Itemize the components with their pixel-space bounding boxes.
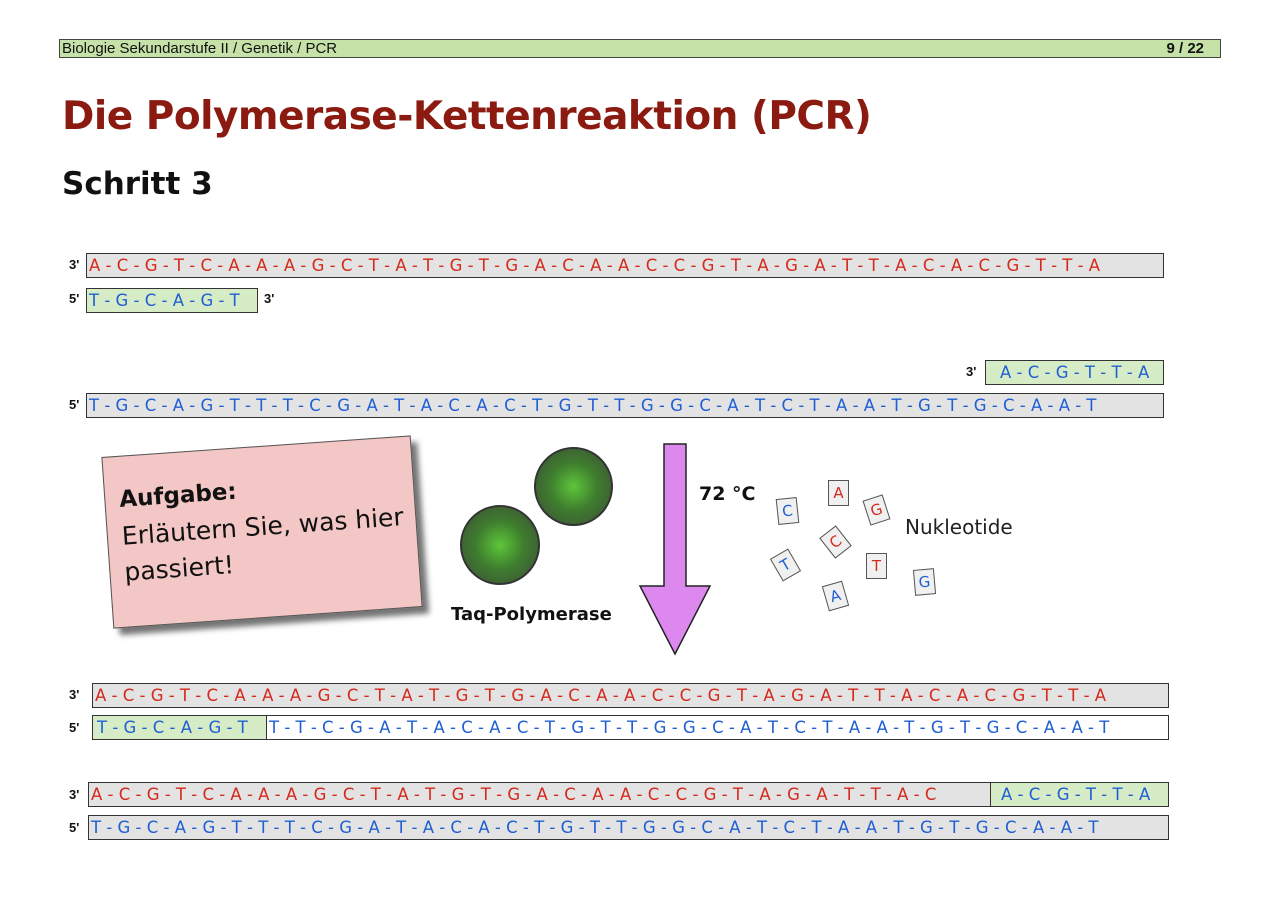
nucleotide-a: A bbox=[821, 580, 850, 612]
template-strand-bottom: T - G - C - A - G - T - T - T - C - G - … bbox=[86, 393, 1164, 418]
primer-bottom: A - C - G - T - T - A bbox=[985, 360, 1164, 385]
synthesized-segment: A - C - G - T - C - A - A - A - G - C - … bbox=[89, 783, 991, 806]
task-card: Aufgabe: Erläutern Sie, was hier passier… bbox=[101, 435, 423, 629]
end-label-3prime: 3' bbox=[966, 364, 977, 379]
end-label-3prime: 3' bbox=[69, 787, 80, 802]
synthesized-segment: T - T - C - G - A - T - A - C - A - C - … bbox=[269, 718, 1110, 737]
end-label-3prime: 3' bbox=[69, 257, 80, 272]
end-label-5prime: 5' bbox=[69, 820, 80, 835]
polymerase-molecule bbox=[534, 447, 613, 526]
nucleotide-g: G bbox=[912, 568, 937, 596]
elongation-arrow bbox=[638, 443, 712, 656]
polymerase-molecule bbox=[460, 505, 540, 585]
end-label-5prime: 5' bbox=[69, 720, 80, 735]
enzyme-label: Taq-Polymerase bbox=[451, 604, 612, 625]
template-strand-top: A - C - G - T - C - A - A - A - G - C - … bbox=[86, 253, 1164, 278]
result-new-strand: A - C - G - T - C - A - A - A - G - C - … bbox=[88, 782, 1169, 807]
page-number: 9 / 22 bbox=[1166, 40, 1204, 57]
nucleotide-c: C bbox=[775, 496, 800, 526]
primer-segment: T - G - C - A - G - T bbox=[93, 716, 267, 739]
result-template-strand: A - C - G - T - C - A - A - A - G - C - … bbox=[92, 683, 1169, 708]
nucleotide-c: C bbox=[819, 525, 852, 559]
end-label-5prime: 5' bbox=[69, 291, 80, 306]
task-heading: Aufgabe: bbox=[118, 478, 238, 513]
header-bar: Biologie Sekundarstufe II / Genetik / PC… bbox=[59, 39, 1221, 58]
end-label-5prime: 5' bbox=[69, 397, 80, 412]
nucleotide-a: A bbox=[828, 480, 849, 506]
primer-top: T - G - C - A - G - T bbox=[86, 288, 258, 313]
page-title: Die Polymerase-Kettenreaktion (PCR) bbox=[62, 94, 872, 139]
task-text: Erläutern Sie, was hier passiert! bbox=[120, 502, 405, 587]
result-template-strand: T - G - C - A - G - T - T - T - C - G - … bbox=[88, 815, 1169, 840]
nucleotide-t: T bbox=[866, 553, 887, 579]
step-title: Schritt 3 bbox=[62, 166, 213, 202]
temperature-label: 72 °C bbox=[699, 483, 756, 505]
end-label-3prime: 3' bbox=[69, 687, 80, 702]
nucleotides-label: Nukleotide bbox=[905, 515, 1013, 539]
end-label-3prime: 3' bbox=[264, 291, 275, 306]
nucleotide-t: T bbox=[769, 548, 802, 582]
course-path: Biologie Sekundarstufe II / Genetik / PC… bbox=[62, 40, 338, 57]
nucleotide-g: G bbox=[862, 494, 891, 526]
primer-segment: A - C - G - T - T - A bbox=[991, 783, 1168, 806]
